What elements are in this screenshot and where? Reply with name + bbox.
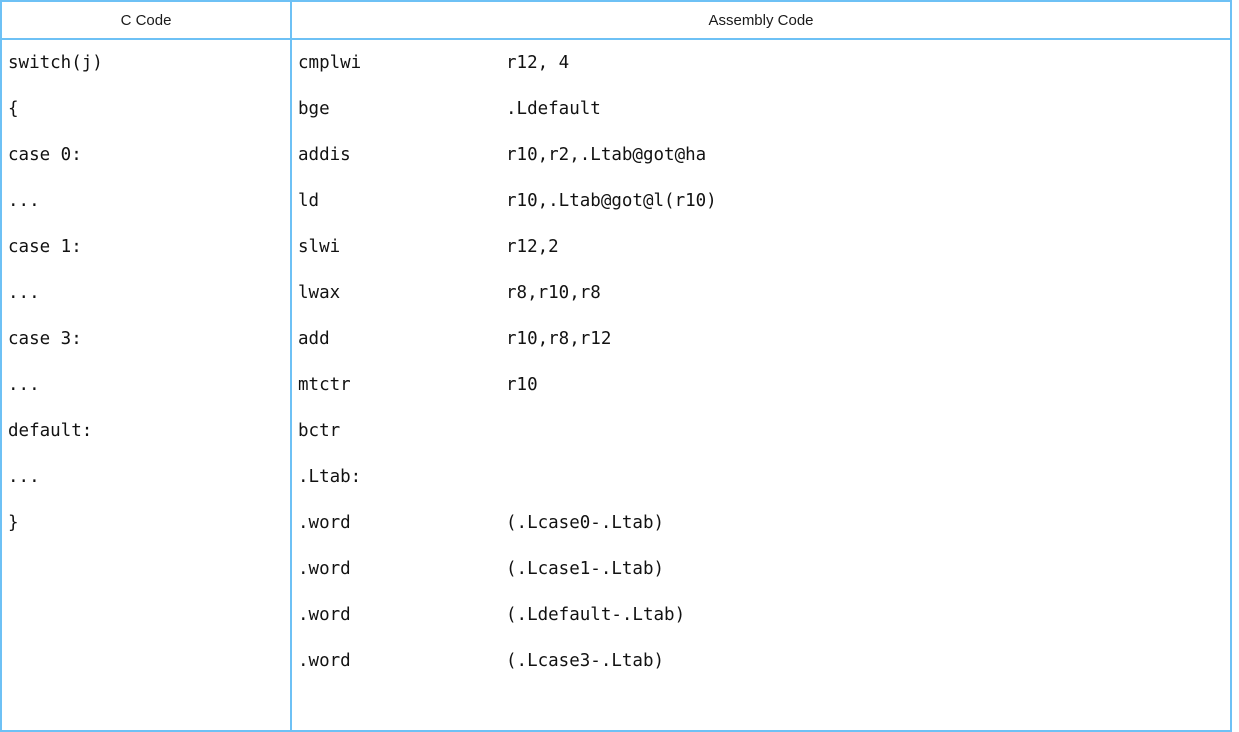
assembly-mnemonic: mtctr	[298, 375, 351, 395]
assembly-mnemonic: slwi	[298, 237, 341, 257]
assembly-mnemonic: add	[298, 329, 330, 349]
assembly-operands: r12, 4	[506, 53, 570, 73]
c-code-cell: }	[1, 500, 292, 546]
table-row: } .word (.Lcase0-.Ltab)	[1, 500, 1231, 546]
table-row: ... .Ltab:	[1, 454, 1231, 500]
assembly-code-cell: bge .Ldefault	[291, 86, 1231, 132]
c-code-cell: ...	[1, 270, 292, 316]
table-row: .word (.Lcase3-.Ltab)	[1, 638, 1231, 684]
assembly-code-cell: add r10,r8,r12	[291, 316, 1231, 362]
assembly-code-cell: lwax r8,r10,r8	[291, 270, 1231, 316]
table-row: switch(j) cmplwi r12, 4	[1, 38, 1231, 86]
assembly-code-cell: mtctr r10	[291, 362, 1231, 408]
c-code-cell: ...	[1, 178, 292, 224]
table-row: case 1: slwi r12,2	[1, 224, 1231, 270]
assembly-operands: r10,r8,r12	[506, 329, 612, 349]
assembly-mnemonic: lwax	[298, 283, 341, 303]
c-code-cell	[1, 546, 292, 592]
assembly-operands: r12,2	[506, 237, 559, 257]
column-header-assembly-code: Assembly Code	[291, 1, 1231, 39]
assembly-mnemonic: .word	[298, 513, 351, 533]
table-row: { bge .Ldefault	[1, 86, 1231, 132]
assembly-code-cell	[291, 684, 1231, 731]
assembly-operands: r10,.Ltab@got@l(r10)	[506, 191, 717, 211]
c-code-cell: default:	[1, 408, 292, 454]
assembly-mnemonic: .Ltab:	[298, 467, 362, 487]
assembly-code-cell: .word (.Lcase0-.Ltab)	[291, 500, 1231, 546]
assembly-operands: .Ldefault	[506, 99, 601, 119]
c-code-cell: case 1:	[1, 224, 292, 270]
table-row: ... ld r10,.Ltab@got@l(r10)	[1, 178, 1231, 224]
assembly-mnemonic: .word	[298, 605, 351, 625]
table-row: case 3: add r10,r8,r12	[1, 316, 1231, 362]
c-code-cell: {	[1, 86, 292, 132]
assembly-code-cell: bctr	[291, 408, 1231, 454]
assembly-code-cell: .word (.Ldefault-.Ltab)	[291, 592, 1231, 638]
table-row: ... lwax r8,r10,r8	[1, 270, 1231, 316]
table-row	[1, 684, 1231, 731]
table-body: switch(j) cmplwi r12, 4 { bge .Ldefault case 0…	[1, 38, 1231, 731]
c-code-cell	[1, 638, 292, 684]
assembly-mnemonic: bge	[298, 99, 330, 119]
table-row: case 0: addis r10,r2,.Ltab@got@ha	[1, 132, 1231, 178]
assembly-code-cell: .word (.Lcase3-.Ltab)	[291, 638, 1231, 684]
c-code-cell: case 3:	[1, 316, 292, 362]
assembly-operands: r8,r10,r8	[506, 283, 601, 303]
assembly-mnemonic: cmplwi	[298, 53, 362, 73]
assembly-mnemonic: addis	[298, 145, 351, 165]
assembly-code-cell: ld r10,.Ltab@got@l(r10)	[291, 178, 1231, 224]
assembly-operands: (.Lcase1-.Ltab)	[506, 559, 665, 579]
c-code-cell: ...	[1, 362, 292, 408]
assembly-code-cell: .Ltab:	[291, 454, 1231, 500]
c-code-cell: ...	[1, 454, 292, 500]
assembly-operands: (.Lcase0-.Ltab)	[506, 513, 665, 533]
table-header: C Code Assembly Code	[1, 1, 1231, 39]
table-row: ... mtctr r10	[1, 362, 1231, 408]
c-code-cell	[1, 592, 292, 638]
assembly-mnemonic: .word	[298, 651, 351, 671]
table-row: .word (.Ldefault-.Ltab)	[1, 592, 1231, 638]
assembly-mnemonic: ld	[298, 191, 320, 211]
assembly-mnemonic: .word	[298, 559, 351, 579]
assembly-operands: r10	[506, 375, 538, 395]
assembly-operands: r10,r2,.Ltab@got@ha	[506, 145, 707, 165]
assembly-mnemonic: bctr	[298, 421, 341, 441]
assembly-operands: (.Lcase3-.Ltab)	[506, 651, 665, 671]
c-code-cell	[1, 684, 292, 731]
assembly-code-cell: cmplwi r12, 4	[291, 38, 1231, 86]
assembly-code-cell: .word (.Lcase1-.Ltab)	[291, 546, 1231, 592]
table-row: .word (.Lcase1-.Ltab)	[1, 546, 1231, 592]
table-row: default: bctr	[1, 408, 1231, 454]
assembly-operands: (.Ldefault-.Ltab)	[506, 605, 686, 625]
assembly-code-cell: slwi r12,2	[291, 224, 1231, 270]
c-code-cell: case 0:	[1, 132, 292, 178]
column-header-c-code: C Code	[1, 1, 292, 39]
header-row: C Code Assembly Code	[1, 1, 1231, 39]
c-code-cell: switch(j)	[1, 38, 292, 86]
assembly-code-cell: addis r10,r2,.Ltab@got@ha	[291, 132, 1231, 178]
